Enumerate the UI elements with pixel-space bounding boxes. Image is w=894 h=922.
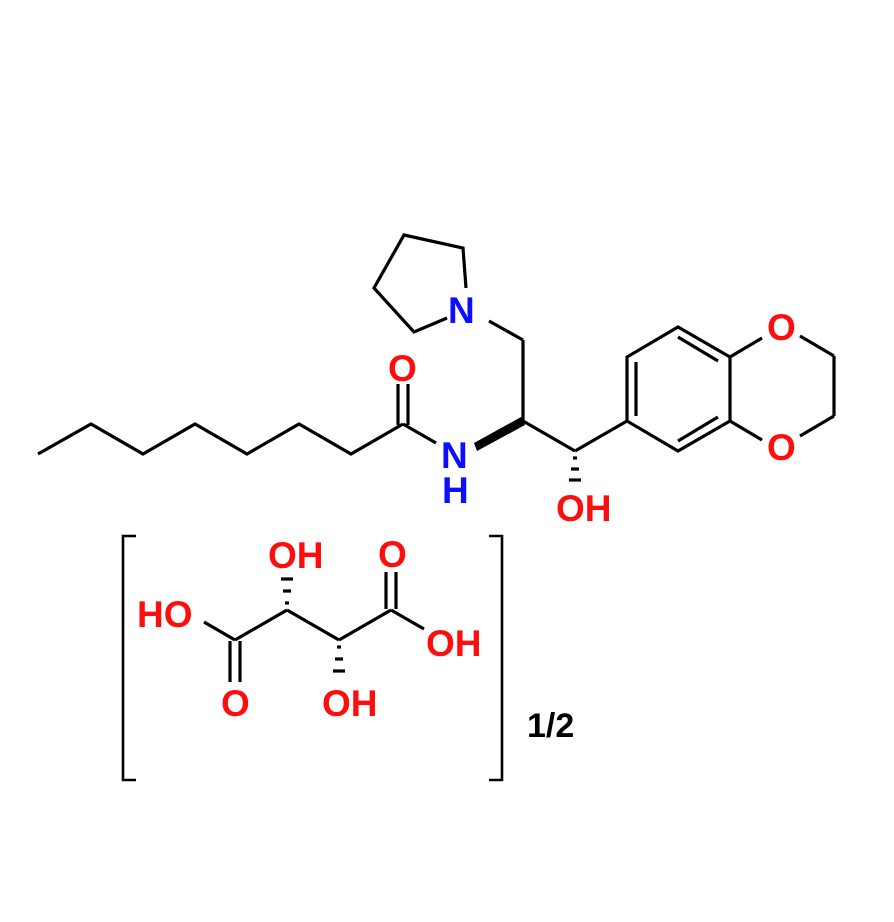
c2-c3-tart-bond (286, 608, 340, 642)
tartrate-carbonyl-o-left-label: O (221, 683, 250, 724)
tartrate-oh-bottom-label: OH (322, 683, 378, 724)
dioxane-oxygen-top-label: O (767, 307, 796, 348)
hashed-bond-top (281, 577, 293, 605)
stoichiometry-label: 1/2 (527, 707, 574, 745)
left-bracket (121, 534, 136, 782)
hashed-bond (569, 456, 581, 482)
amide-c-n-bond (402, 422, 437, 445)
pyrrolidine-bonds (372, 233, 468, 334)
amide-nitrogen-label: N (441, 435, 468, 476)
benzene-ring (625, 325, 732, 453)
tartrate-oh-top-label: OH (268, 535, 324, 576)
tartrate-ho-left-label: HO (137, 594, 193, 635)
benzene-inner-2 (677, 335, 719, 363)
hydroxyl-label: OH (556, 488, 612, 529)
dioxane-oxygen-bottom-label: O (767, 427, 796, 468)
ch2-n-bond (488, 319, 524, 342)
tartrate-counter-ion: OH O HO OH O OH 1/2 (121, 534, 574, 782)
benzene-inner-3 (677, 415, 719, 443)
tartrate-carbonyl-o-right-label: O (378, 534, 407, 575)
wedge-bond (474, 417, 525, 451)
c1-c2-bond (522, 419, 576, 453)
hashed-bond-bottom (333, 645, 345, 673)
amide-oxygen-label: O (388, 348, 417, 389)
benzene-outer (625, 325, 732, 453)
dioxane-ring (729, 334, 836, 442)
octanoyl-chain (37, 384, 437, 456)
alkyl-chain-bonds (37, 422, 404, 456)
c3-c4-tart-bond (338, 608, 392, 642)
tartrate-oh-right-label: OH (426, 623, 482, 664)
c1-c2-tart-bond (234, 608, 288, 642)
amide-hydrogen-label: H (442, 470, 469, 511)
right-bracket (489, 534, 504, 782)
main-molecule: O N H N OH (37, 233, 836, 529)
pyrrolidine-nitrogen-label: N (448, 290, 475, 331)
ho-c-bond (203, 620, 236, 642)
c2-aryl-bond (574, 419, 628, 453)
c4-oh-bond (390, 608, 425, 631)
pyrrolidine-ring (372, 233, 468, 334)
